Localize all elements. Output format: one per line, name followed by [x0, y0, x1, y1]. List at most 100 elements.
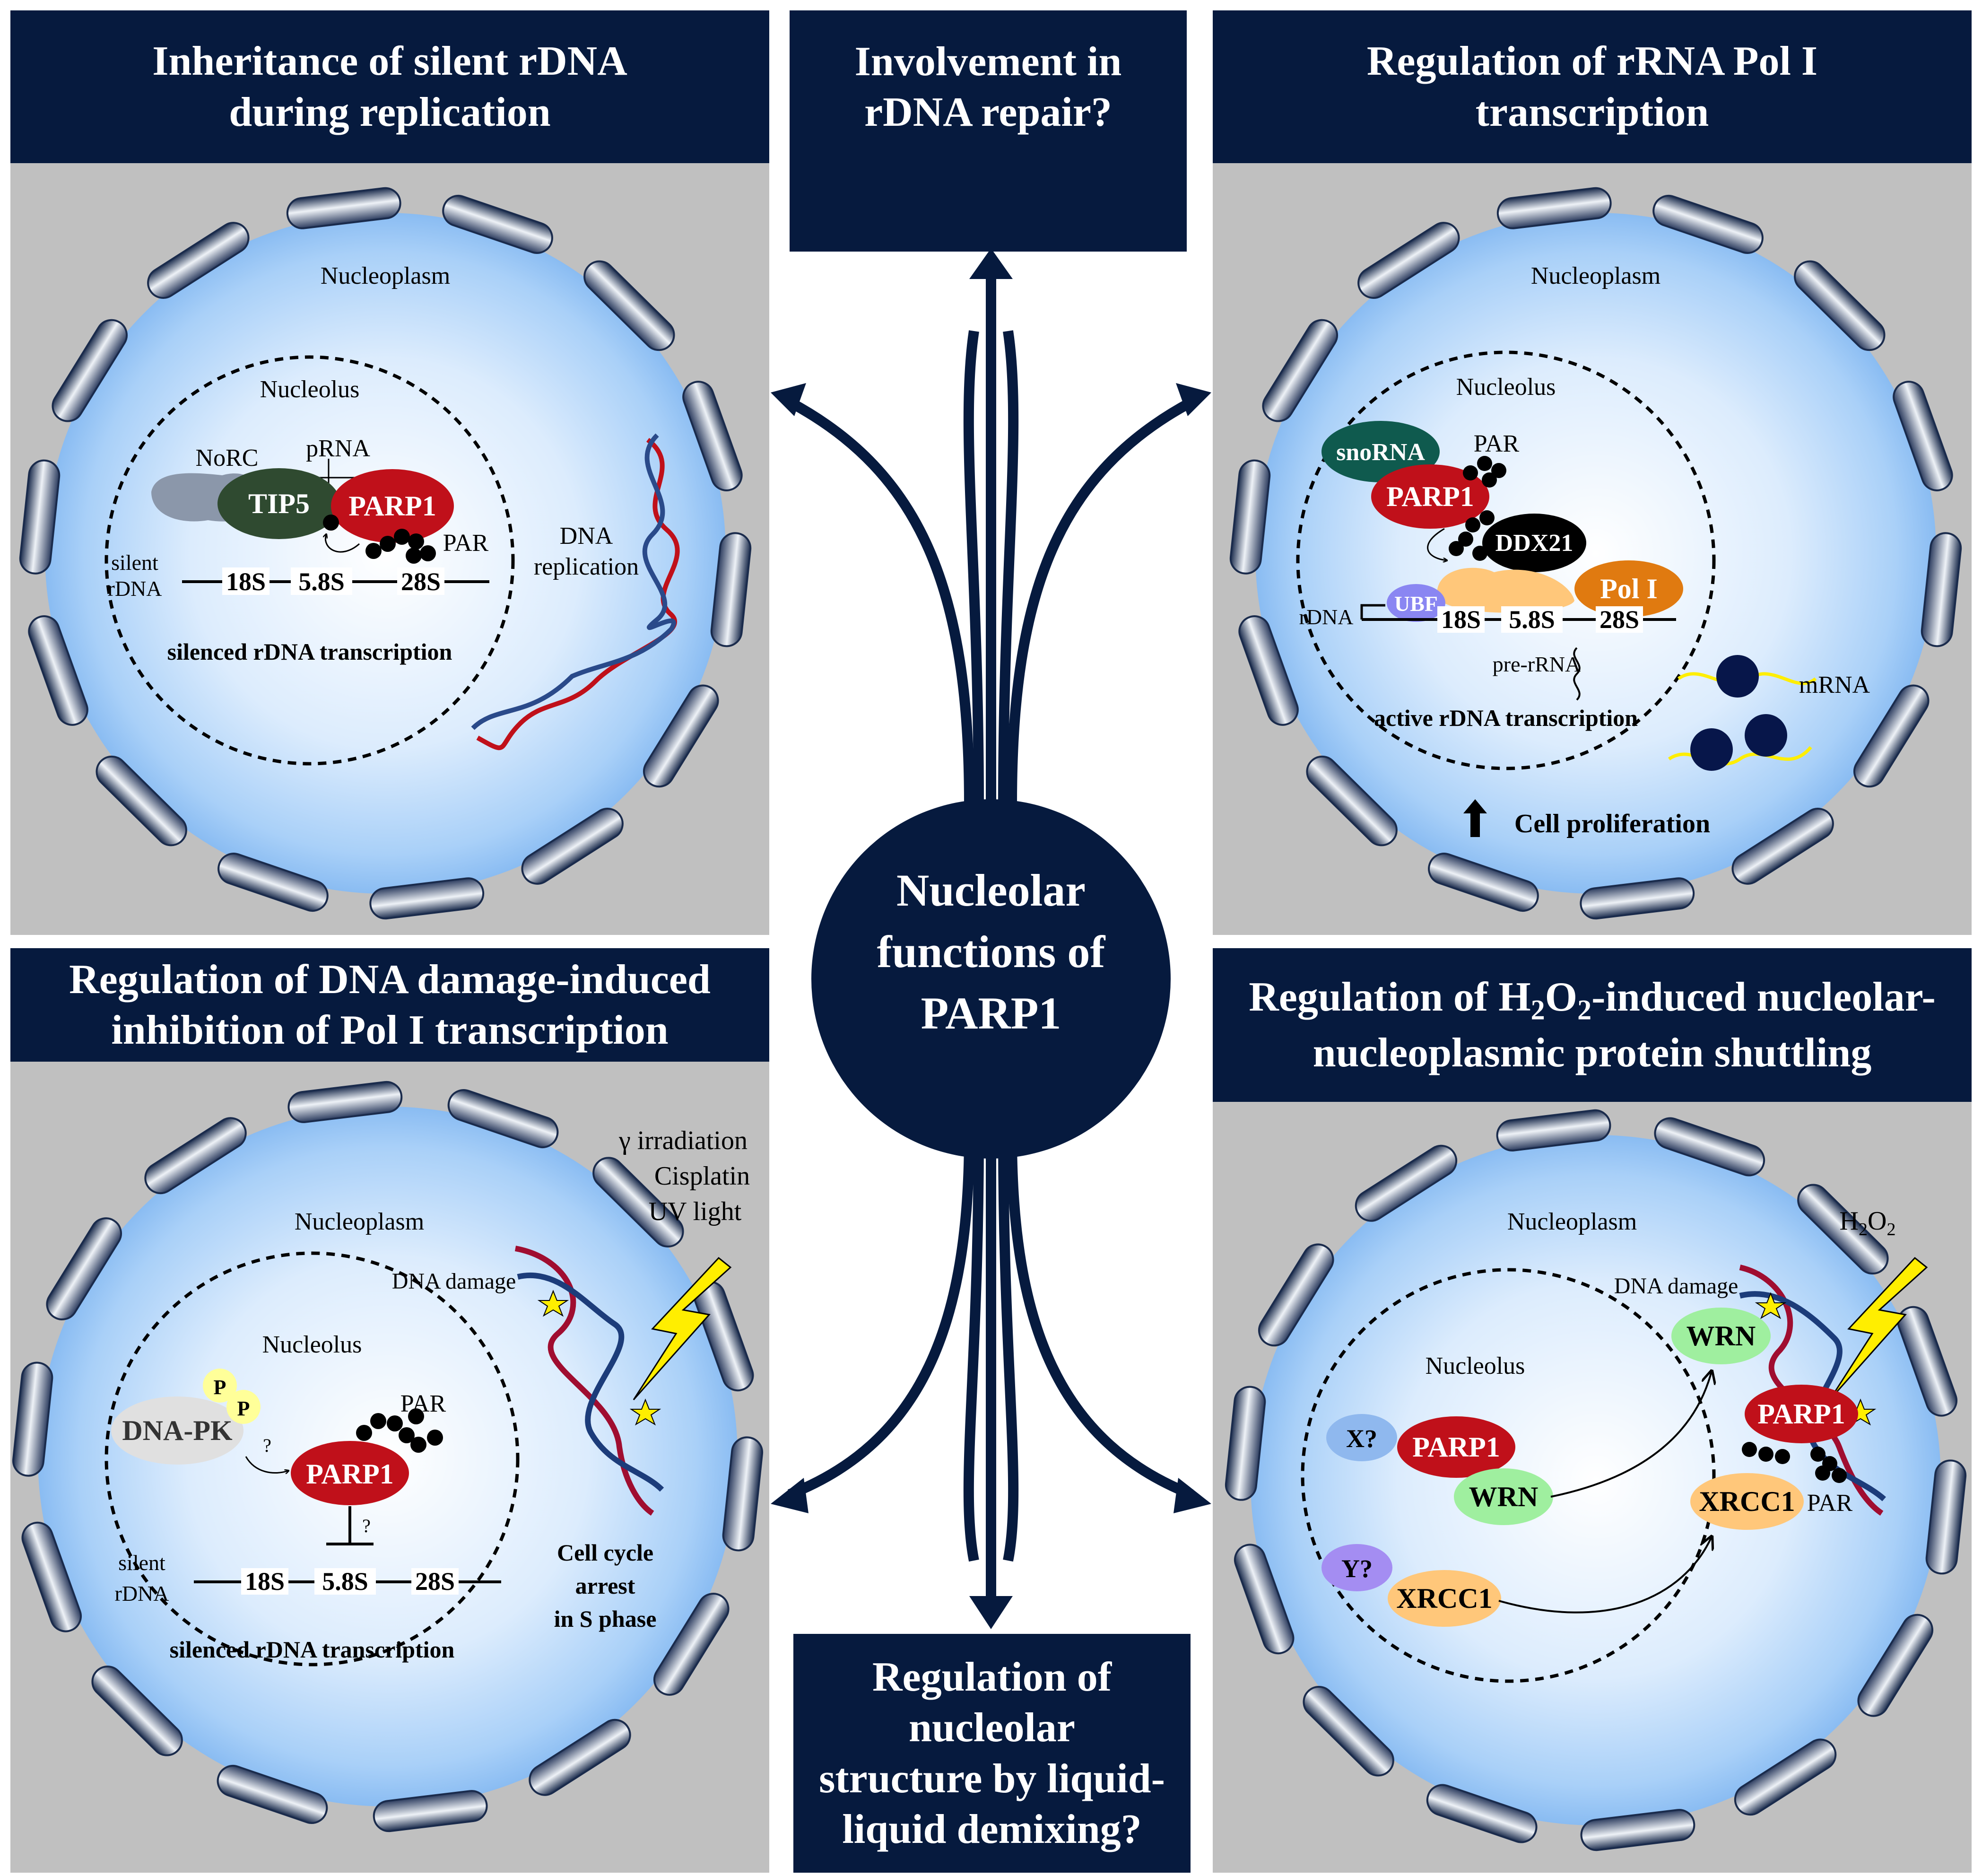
nuclear-pore	[1652, 195, 1764, 254]
br-h2o2-h: H	[1840, 1206, 1859, 1236]
br-h2o2-o: O	[1868, 1206, 1886, 1236]
br-dna-damage-label: DNA damage	[1614, 1274, 1739, 1299]
bl-caption: silenced rDNA transcription	[170, 1636, 455, 1663]
bl-p1-label: P	[214, 1376, 226, 1399]
tr-caption: active rDNA transcription	[1374, 705, 1638, 731]
bl-dnapk-label: DNA-PK	[122, 1415, 233, 1446]
nuclear-pore	[1654, 1117, 1765, 1177]
nuclear-pore	[91, 1666, 183, 1756]
center-line2: functions of	[877, 926, 1106, 977]
panel-bl-title: Regulation of DNA damage-induced inhibit…	[10, 948, 769, 1062]
tr-ubf-shape	[1387, 584, 1445, 622]
bl-nucleolus-outline	[104, 1251, 520, 1667]
tl-18s-box	[222, 567, 269, 595]
nuclear-pore	[1258, 1243, 1334, 1347]
br-wrn-top-label: WRN	[1686, 1320, 1756, 1352]
bl-question-2: ?	[362, 1515, 371, 1536]
br-x-shape	[1326, 1414, 1397, 1461]
br-par-chain	[1742, 1442, 1847, 1483]
top-box-line1: Involvement in	[854, 39, 1122, 85]
tr-nucleoplasm-label: Nucleoplasm	[1531, 262, 1660, 289]
nuclear-pore	[217, 1765, 328, 1824]
br-nucleolus-label: Nucleolus	[1426, 1352, 1525, 1379]
nuclear-pore	[1893, 381, 1953, 491]
top-box-line2: rDNA repair?	[864, 89, 1112, 136]
nuclear-pore	[583, 260, 675, 351]
arrow-right-up	[1007, 397, 1194, 804]
nuclear-pore	[369, 877, 485, 920]
nuclear-pore	[52, 319, 128, 422]
tl-nucleolus-label: Nucleolus	[260, 376, 360, 403]
tr-parp1-label: PARP1	[1386, 481, 1474, 512]
panel-br-title-line1: Regulation of H2O2-induced nucleolar-	[1249, 972, 1936, 1028]
br-parp1-label: PARP1	[1757, 1398, 1845, 1430]
arrowhead-left-up	[771, 383, 806, 416]
panel-tr-title-line2: transcription	[1475, 89, 1709, 135]
tl-rdna-label: rDNA	[108, 576, 162, 601]
nuclear-pore	[1428, 853, 1539, 912]
nuclear-pore	[147, 222, 250, 299]
bl-dnapk-shape	[111, 1396, 243, 1465]
bl-28s-box	[411, 1568, 459, 1595]
br-y-shape	[1321, 1544, 1392, 1591]
tl-par-chain	[323, 515, 436, 564]
bl-agent2: Cisplatin	[654, 1161, 750, 1191]
bl-phospho-1-icon	[203, 1369, 237, 1403]
arrow-right-down	[1007, 1134, 1194, 1500]
br-xrcc1-nucleolar-label: XRCC1	[1396, 1583, 1492, 1614]
nuclear-pore	[373, 1790, 488, 1832]
nuclear-pore	[1238, 615, 1299, 726]
bottom-box-line1: Regulation of	[872, 1654, 1112, 1700]
panel-tl-title-line1: Inheritance of silent rDNA	[152, 38, 627, 85]
nuclear-pore	[442, 195, 553, 254]
br-wrn-top-shape	[1671, 1308, 1771, 1364]
arrow-left-down	[787, 1134, 974, 1500]
tl-parp1-label: PARP1	[348, 490, 436, 522]
panel-br-title-sub1: 2	[1530, 994, 1545, 1026]
nuclear-pore	[710, 532, 752, 647]
arrowhead-left-down	[771, 1478, 808, 1513]
nuclear-pore	[1853, 684, 1930, 788]
bl-p2-label: P	[237, 1397, 250, 1420]
arrowhead-down	[969, 1596, 1013, 1629]
panel-tl-content: Nucleoplasm Nucleolus NoRC pRNA TIP5 PAR…	[104, 262, 680, 766]
nucleus-tl-pores	[19, 187, 752, 920]
nuclear-pore	[1897, 1306, 1958, 1417]
nuclear-pore	[1426, 1784, 1538, 1843]
tr-prerrna-strand	[1573, 647, 1581, 701]
br-nucleoplasm-label: Nucleoplasm	[1507, 1208, 1637, 1235]
tr-nucleolus-label: Nucleolus	[1456, 374, 1556, 401]
tl-nucleolus-outline	[104, 355, 515, 766]
bl-28s-label: 28S	[415, 1567, 455, 1596]
nuclear-pore	[1303, 1685, 1394, 1777]
tr-ribosomes	[1668, 655, 1817, 771]
arrowhead-up	[969, 248, 1013, 279]
bl-nucleolus-label: Nucleolus	[262, 1331, 362, 1358]
bl-rdna-label: rDNA	[115, 1581, 169, 1606]
bl-parp1-label: PARP1	[306, 1458, 394, 1490]
nucleus-tr-pores	[1229, 187, 1962, 920]
tr-parp1-shape	[1371, 464, 1489, 529]
br-wrn-nucleolar-label: WRN	[1469, 1481, 1539, 1512]
nuclear-pore	[1355, 1144, 1458, 1222]
tr-nucleolus-outline	[1296, 350, 1716, 770]
br-h2o2-label: H2O2	[1840, 1206, 1896, 1239]
arrow-inner-right-bottom	[998, 1134, 1019, 1562]
panel-bl-title-line1: Regulation of DNA damage-induced	[69, 956, 711, 1003]
tl-parp1-shape	[331, 469, 454, 543]
arrow-inner-right-top	[998, 330, 1019, 804]
nuclear-pore	[1797, 1184, 1889, 1275]
nuclear-pore	[1496, 187, 1612, 229]
nuclear-pore	[1925, 1459, 1967, 1575]
arrow-left-up	[787, 397, 974, 804]
br-xrcc1-label: XRCC1	[1699, 1486, 1795, 1517]
bl-agent3: UV light	[649, 1197, 742, 1226]
br-lightning-icon	[1829, 1256, 1928, 1400]
nuclear-pore	[447, 1089, 559, 1148]
arrowheads	[771, 248, 1211, 1629]
tl-norc-label: NoRC	[196, 445, 259, 471]
nuclear-pore	[96, 755, 187, 846]
panel-br-title-line2: nucleoplasmic protein shuttling	[1313, 1030, 1872, 1076]
bl-nucleoplasm-label: Nucleoplasm	[295, 1208, 424, 1235]
